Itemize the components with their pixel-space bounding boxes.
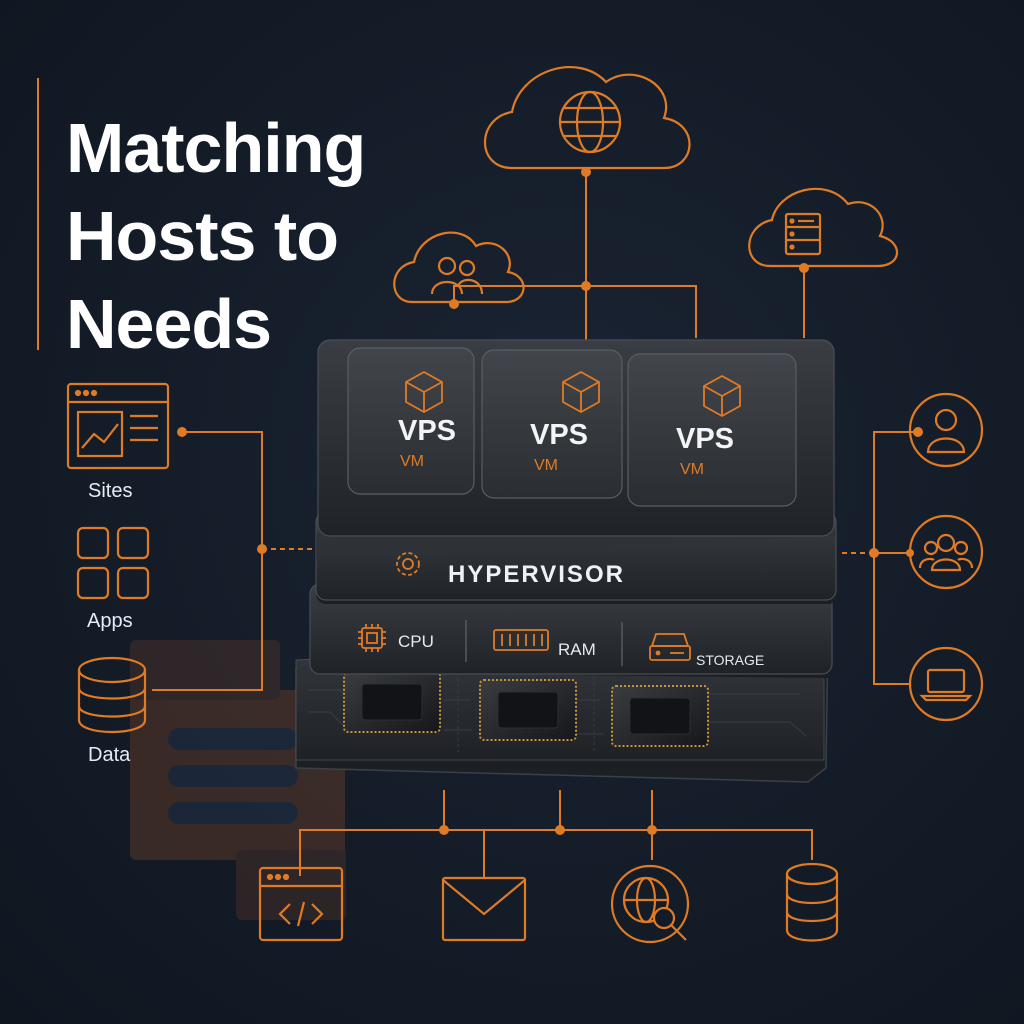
resources-layer: CPU RAM STORAGE [309, 583, 833, 678]
vps-tray: VPS VM VPS VM VPS VM [317, 339, 835, 537]
code-window-icon [258, 866, 344, 942]
vm-label: VM [680, 461, 704, 478]
cpu-chip [343, 671, 441, 733]
resource-label-storage: STORAGE [696, 652, 764, 668]
vps-label: VPS [398, 415, 456, 447]
cube-icon [703, 374, 741, 418]
page-title: Matching Hosts to Needs [66, 104, 366, 368]
gear-icon [396, 552, 420, 576]
server-icon [784, 212, 822, 256]
vps-card[interactable]: VPS VM [627, 353, 797, 507]
globe-search-icon [610, 864, 690, 944]
mail-icon [441, 876, 527, 942]
globe-icon [558, 90, 622, 154]
group-icon [908, 514, 984, 590]
users-icon [430, 256, 484, 295]
vps-label: VPS [530, 419, 588, 451]
cloud-globe [483, 66, 691, 170]
database-icon [77, 656, 147, 734]
database-icon [785, 862, 839, 942]
app-grid-icon [76, 526, 150, 600]
vm-label: VM [400, 453, 424, 470]
cpu-chip [479, 679, 577, 741]
left-label-sites: Sites [88, 480, 133, 502]
user-icon [908, 392, 984, 468]
title-line-2: Hosts to [66, 197, 339, 275]
title-line-1: Matching [66, 109, 366, 187]
vps-card[interactable]: VPS VM [347, 347, 475, 495]
resource-label-cpu: CPU [398, 632, 434, 651]
ram-icon [493, 629, 549, 651]
left-label-apps: Apps [87, 610, 133, 632]
vm-label: VM [534, 457, 558, 474]
cpu-icon [358, 624, 386, 652]
laptop-icon [908, 646, 984, 722]
connector-dots [177, 167, 923, 835]
left-label-data: Data [88, 744, 131, 766]
cube-icon [405, 370, 443, 414]
title-line-3: Needs [66, 285, 272, 363]
resource-label-ram: RAM [558, 640, 596, 659]
cube-icon [562, 370, 600, 414]
cloud-users [393, 231, 525, 304]
website-chart-icon [66, 382, 170, 470]
cloud-server [748, 187, 899, 268]
vps-card[interactable]: VPS VM [481, 349, 623, 499]
hypervisor-label: HYPERVISOR [448, 561, 625, 588]
vps-label: VPS [676, 423, 734, 455]
cpu-chip [611, 685, 709, 747]
storage-icon [649, 633, 691, 661]
